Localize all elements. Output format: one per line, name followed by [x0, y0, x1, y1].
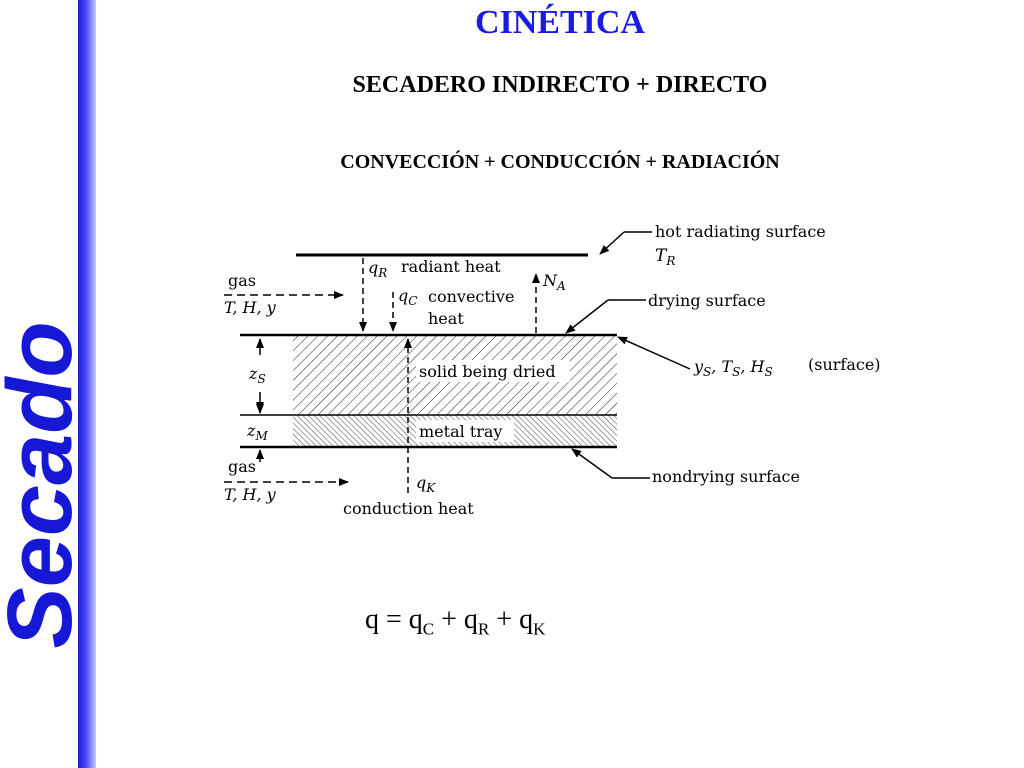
nondrying-surface-label: nondrying surface: [652, 467, 800, 486]
convective-label: convective: [428, 287, 514, 306]
gas-bottom-vars: T, H, y: [224, 485, 277, 504]
page-subtitle-2: CONVECCIÓN + CONDUCCIÓN + RADIACIÓN: [340, 151, 780, 173]
gas-top-label: gas: [228, 271, 256, 290]
surface-note: (surface): [808, 355, 881, 374]
na-label: NA: [542, 271, 566, 293]
conduction-heat-label: conduction heat: [343, 499, 474, 518]
surface-props-pointer: [617, 336, 691, 370]
metal-tray-label: metal tray: [419, 422, 502, 441]
hot-surface-label: hot radiating surface: [655, 222, 826, 241]
sidebar-stripe: [78, 0, 96, 768]
hot-surface-pointer: [599, 231, 625, 255]
zs-label: zS: [248, 364, 266, 386]
solid-label-bg: [416, 360, 570, 382]
qr-label: qR: [368, 258, 387, 280]
metal-tray-label-bg: [416, 420, 514, 442]
radiant-heat-label: radiant heat: [401, 257, 501, 276]
zm-label: zM: [246, 421, 268, 443]
qk-label: qK: [416, 473, 436, 495]
surface-props-label: yS, TS, HS: [693, 357, 773, 379]
gas-top-vars: T, H, y: [224, 298, 277, 317]
heat-label: heat: [428, 309, 464, 328]
solid-label: solid being dried: [419, 362, 556, 381]
qc-label: qC: [398, 286, 417, 308]
heat-balance-formula: q = qC + qR + qK: [365, 604, 546, 639]
drying-surface-pointer: [565, 299, 609, 334]
drying-surface-label: drying surface: [648, 291, 766, 310]
page-title: CINÉTICA: [474, 4, 646, 41]
nondrying-surface-pointer: [571, 448, 613, 479]
tr-label: TR: [655, 246, 675, 268]
gas-bottom-label: gas: [228, 457, 256, 476]
page-subtitle: SECADERO INDIRECTO + DIRECTO: [352, 72, 768, 98]
